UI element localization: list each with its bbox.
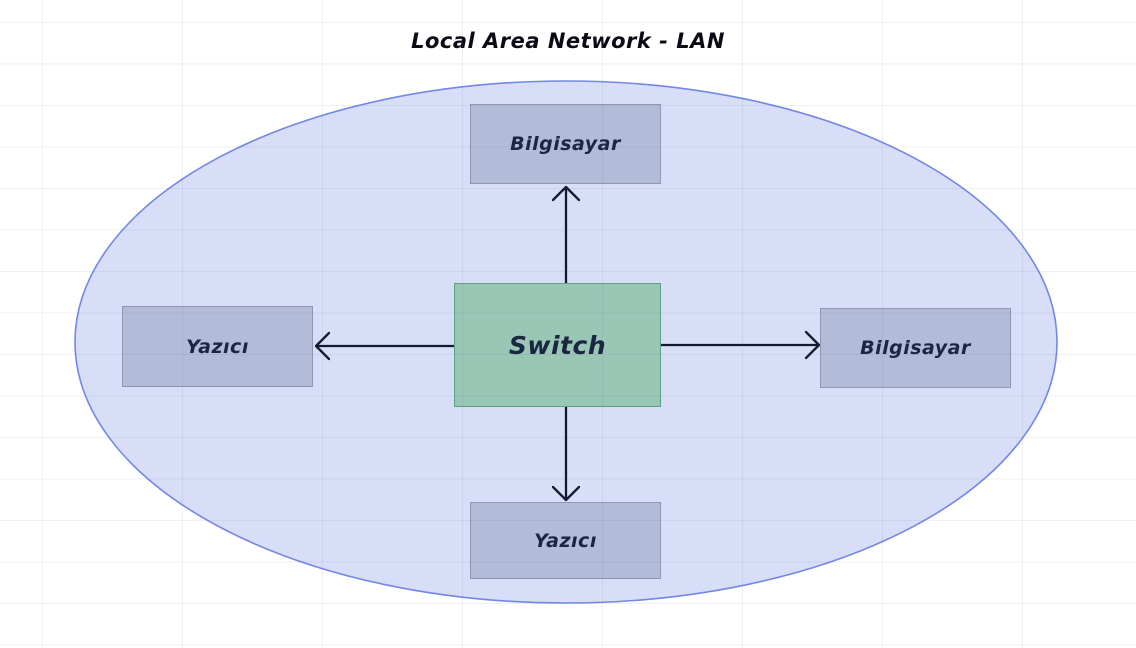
node-printer-bottom-label: Yazıcı — [534, 529, 597, 552]
node-computer-right-label: Bilgisayar — [860, 337, 971, 359]
arrow-switch-to-left-printer — [314, 331, 456, 361]
arrow-switch-to-top-computer — [551, 185, 581, 285]
node-printer-left-label: Yazıcı — [186, 335, 249, 358]
node-computer-top-label: Bilgisayar — [510, 133, 621, 155]
arrow-switch-to-bottom-printer — [551, 405, 581, 502]
arrowhead-up-icon — [551, 185, 581, 202]
node-switch-label: Switch — [508, 330, 607, 360]
arrow-switch-to-right-computer — [659, 330, 821, 360]
node-printer-left: Yazıcı — [122, 306, 313, 387]
arrowhead-right-icon — [804, 330, 821, 360]
diagram-title: Local Area Network - LAN — [411, 29, 725, 53]
node-computer-right: Bilgisayar — [820, 308, 1011, 388]
node-switch: Switch — [454, 283, 661, 407]
node-printer-bottom: Yazıcı — [470, 502, 661, 579]
arrowhead-down-icon — [551, 485, 581, 502]
node-computer-top: Bilgisayar — [470, 104, 661, 184]
arrowhead-left-icon — [314, 331, 331, 361]
